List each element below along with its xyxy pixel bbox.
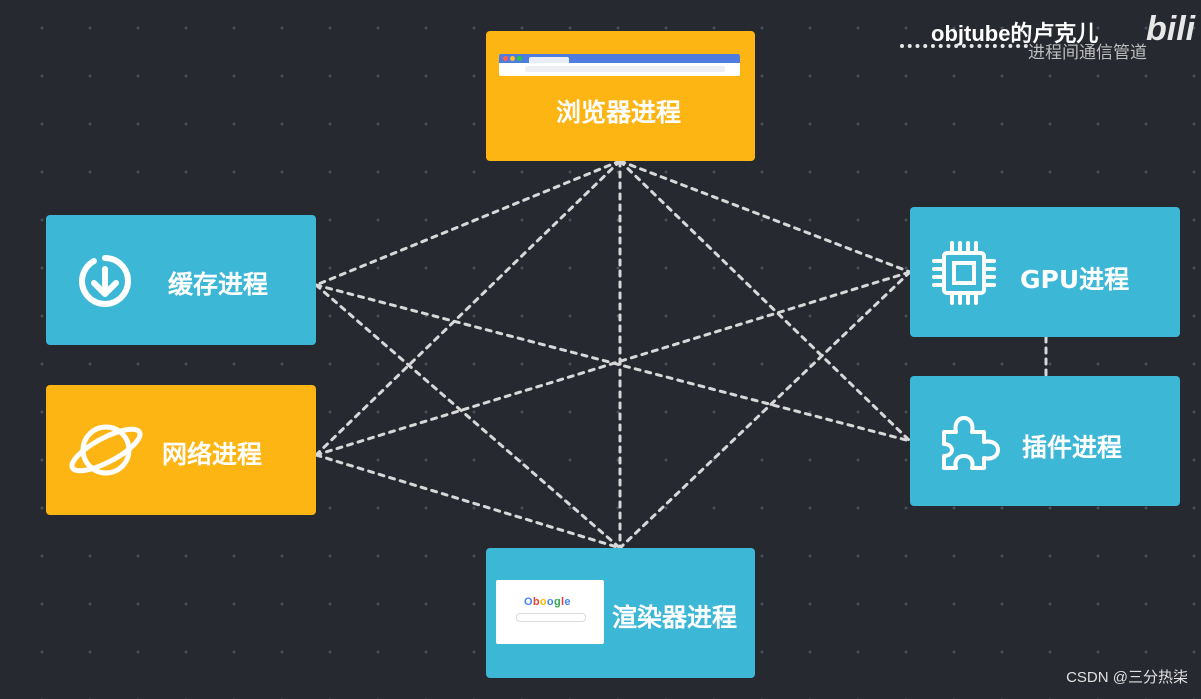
webpage-thumbnail: Oboogle — [496, 580, 604, 644]
renderer-process-label: 渲染器进程 — [612, 598, 737, 634]
planet-icon — [66, 417, 146, 483]
puzzle-icon — [938, 410, 1006, 474]
logo-letter-4: o — [547, 596, 554, 608]
logo-letter-7: e — [564, 596, 570, 608]
cache-process-node: 缓存进程 — [46, 215, 316, 345]
chip-icon — [930, 239, 998, 307]
link-browser-plugin — [620, 161, 910, 441]
logo-letter-1: O — [524, 596, 533, 608]
browser-process-label: 浏览器进程 — [556, 93, 681, 129]
browser-process-node: 浏览器进程 — [486, 31, 755, 161]
link-browser-cache — [316, 161, 620, 285]
bilibili-logo-icon: bili — [1146, 10, 1195, 49]
csdn-watermark: CSDN @三分热柒 — [1066, 666, 1188, 687]
link-network-renderer — [316, 455, 620, 548]
network-process-label: 网络进程 — [162, 435, 262, 471]
logo-letter-3: o — [540, 596, 547, 608]
thumbnail-logo-text: Oboogle — [524, 596, 571, 608]
thumbnail-search-box — [516, 613, 586, 622]
browser-window-icon — [499, 54, 740, 76]
renderer-process-node: Oboogle 渲染器进程 — [486, 548, 755, 678]
brand-subtitle: 进程间通信管道 — [1028, 38, 1147, 63]
link-browser-gpu — [620, 161, 910, 272]
plugin-process-label: 插件进程 — [1022, 428, 1122, 464]
link-gpu-renderer — [620, 272, 910, 548]
logo-letter-2: b — [533, 596, 540, 608]
logo-letter-5: g — [554, 596, 561, 608]
link-browser-network — [316, 161, 620, 455]
gpu-process-node: GPU进程 — [910, 207, 1180, 337]
download-circle-icon — [76, 252, 134, 310]
cache-process-label: 缓存进程 — [168, 265, 268, 301]
link-network-gpu — [316, 272, 910, 455]
plugin-process-node: 插件进程 — [910, 376, 1180, 506]
network-process-node: 网络进程 — [46, 385, 316, 515]
gpu-process-label: GPU进程 — [1020, 260, 1129, 296]
